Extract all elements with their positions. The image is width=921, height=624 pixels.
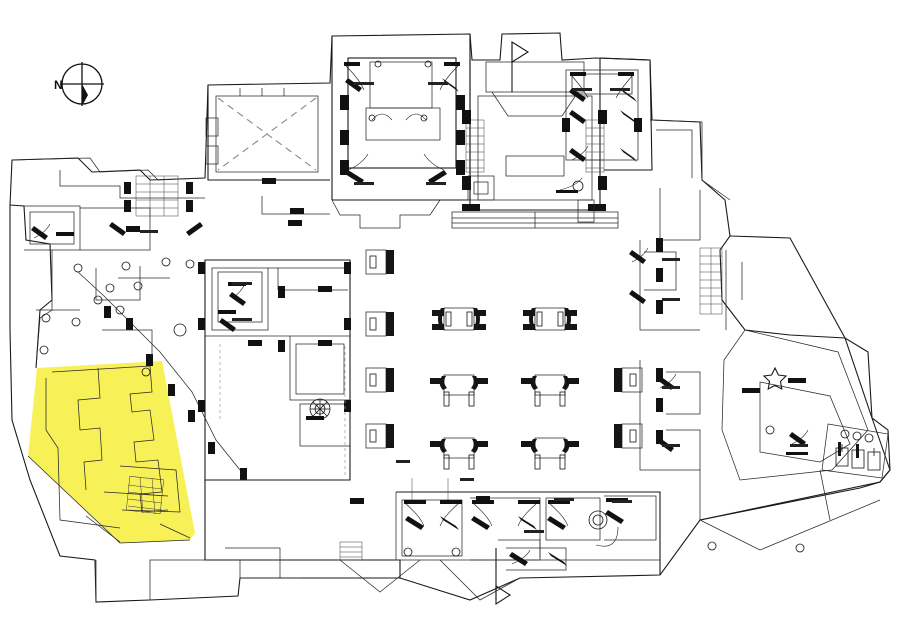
north-wing — [261, 34, 471, 229]
flag-marker-south — [495, 548, 512, 606]
annotation-ticks — [140, 82, 808, 533]
workstation-cluster — [432, 307, 486, 331]
highlighted-zone — [28, 361, 195, 543]
highlighted-wing-rooms — [45, 365, 191, 543]
north-label: N — [54, 78, 63, 92]
southeast-block — [699, 235, 891, 553]
courtyard-void — [205, 85, 330, 181]
star-marker — [762, 366, 788, 391]
flag-marker-north — [511, 41, 530, 92]
restroom-block — [821, 423, 889, 479]
workstation-cluster — [523, 307, 577, 331]
workstation-cluster-grid — [430, 307, 579, 470]
workstation-cluster — [430, 374, 488, 407]
south-wing — [95, 478, 661, 606]
west-wing — [11, 157, 304, 480]
workstation-cluster — [521, 437, 579, 470]
workstation-cluster — [430, 437, 488, 470]
workstation-cluster — [521, 374, 579, 407]
north-arrow: N — [54, 62, 104, 106]
central-west-rooms — [173, 249, 643, 481]
stair-core-north — [451, 58, 619, 229]
east-wing — [562, 57, 731, 520]
